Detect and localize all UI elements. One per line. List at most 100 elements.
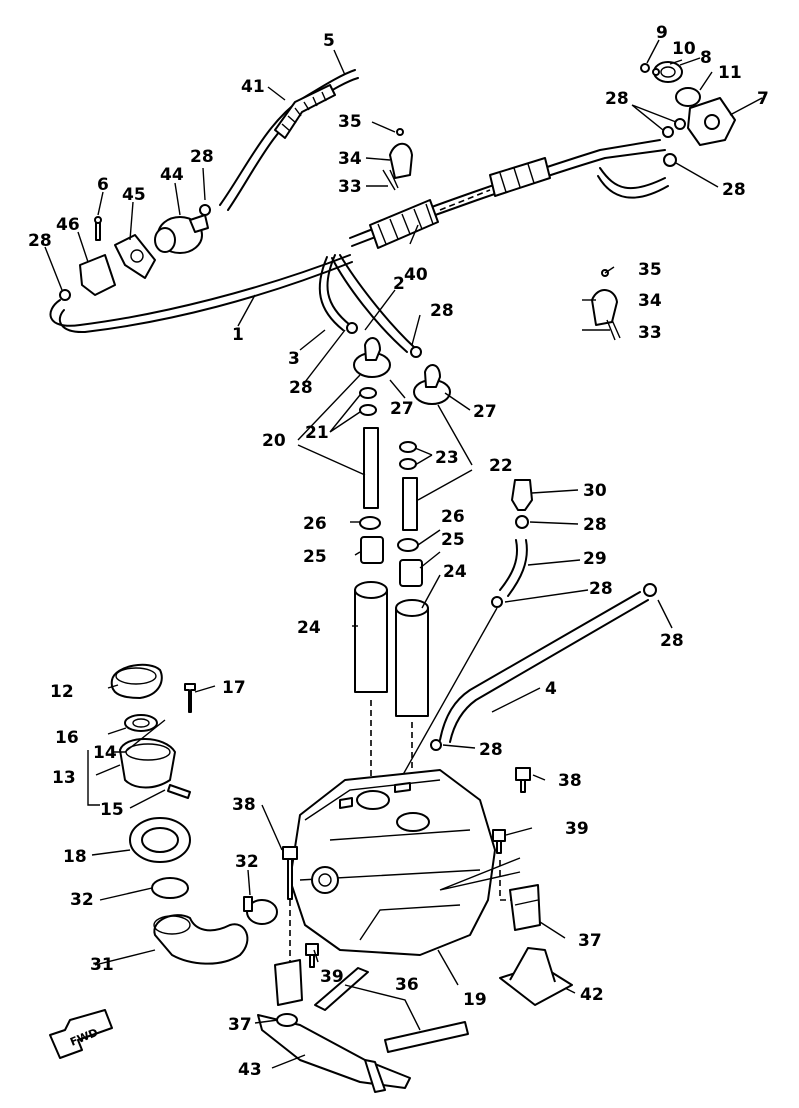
label-12: 12 [50,682,74,702]
label-37: 37 [578,931,602,951]
part-11-oring [675,87,701,107]
protector-clip-right [489,157,551,197]
leader-22 [417,404,473,501]
hose-31 [153,914,249,965]
filter-25a [360,536,384,564]
nut-23b [399,458,417,470]
pickup-22 [413,364,451,405]
label-34: 34 [338,149,362,169]
protector-41 [274,84,336,139]
pickup-20 [353,337,391,378]
leader-39-right [439,857,521,891]
label-46: 46 [56,215,80,235]
hose-2-inner [331,257,408,353]
filler-cap-12 [110,663,163,699]
mount-42 [499,947,573,1006]
hose-2 [339,254,416,349]
clamp-28-hose29 [491,596,503,608]
label-26: 26 [303,514,327,534]
alignment-line-a [439,189,491,211]
hose-3 [326,254,351,326]
label-13: 13 [52,768,76,788]
label-24: 24 [297,618,321,638]
check-valve-30 [511,479,533,511]
clamp-28-pickup-b [410,346,422,358]
label-16: 16 [55,728,79,748]
leader-hose29-tank [399,607,498,781]
upper-hose-c [599,167,666,190]
label-45: 45 [122,185,146,205]
label-23: 23 [435,448,459,468]
clamp-28-strainer [199,204,211,216]
clamp-28-hose4 [643,583,657,597]
hose-4-inner [449,599,649,743]
bracket-45 [114,234,156,279]
gasket-16-inner [132,718,150,728]
label-20: 20 [262,431,286,451]
bolt-39-left [305,943,319,968]
label-25: 25 [303,547,327,567]
clamp-28-left [59,289,71,301]
label-28: 28 [605,89,629,109]
label-2: 2 [393,274,405,294]
clamp-28-pickup-a [346,322,358,334]
clamps-28-top [662,118,686,167]
label-18: 18 [63,847,87,867]
label-34: 34 [638,291,662,311]
label-11: 11 [718,63,742,83]
label-22: 22 [489,456,513,476]
label-30: 30 [583,481,607,501]
label-28: 28 [289,378,313,398]
bolt-38-left [282,846,298,900]
label-9: 9 [656,23,668,43]
label-24: 24 [443,562,467,582]
label-36: 36 [395,975,419,995]
label-19: 19 [463,990,487,1010]
label-21: 21 [305,423,329,443]
label-38: 38 [232,795,256,815]
tube-24b [395,599,429,717]
label-38: 38 [558,771,582,791]
leader-lines [44,39,763,1069]
ring-18 [129,817,191,863]
hose-29 [499,539,518,591]
pad-36a [314,967,369,1011]
nut-23a [399,441,417,453]
label-28: 28 [190,147,214,167]
mount-37-left [274,959,303,1006]
part-9-screw [640,63,650,73]
label-39: 39 [320,967,344,987]
label-28: 28 [28,231,52,251]
hose-29-inner [507,539,528,597]
filter-25b [399,559,423,587]
upper-hose-d [597,175,669,199]
hose-4 [439,591,641,741]
pipe-22 [402,477,418,531]
clamp-34-upper [382,128,413,191]
label-29: 29 [583,549,607,569]
part-labels: 5 41 35 34 33 28 6 44 45 46 28 1 9 10 8 … [28,23,769,1080]
bracket-43 [257,1013,411,1093]
label-28: 28 [589,579,613,599]
hose-1 [49,254,351,327]
label-3: 3 [288,349,300,369]
leader-14-15 [87,750,100,806]
label-35: 35 [638,260,662,280]
label-39: 39 [565,819,589,839]
label-35: 35 [338,112,362,132]
label-4: 4 [545,679,557,699]
strainer-44 [154,214,209,254]
pad-36b [384,1021,469,1053]
fwd-arrow: FWD [49,1009,113,1059]
label-17: 17 [222,678,246,698]
label-31: 31 [90,955,114,975]
bolt-39-right [492,829,506,854]
hose-1-inner [58,261,353,334]
label-8: 8 [700,48,712,68]
clamp-32-left [151,877,189,899]
fuel-cock-7 [687,97,736,146]
bracket-46 [79,254,116,296]
clamp-32-screw [243,896,253,912]
